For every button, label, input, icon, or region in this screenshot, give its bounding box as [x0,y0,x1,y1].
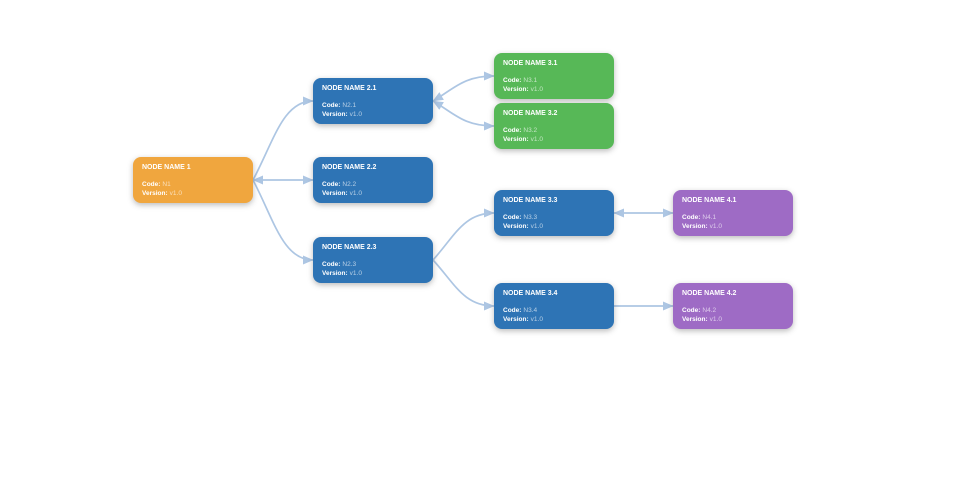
edge-n1-n23 [252,179,314,265]
node-title: NODE NAME 3.1 [503,60,558,67]
version-value: v1.0 [709,315,722,323]
node-version-field: Version:v1.0 [682,316,784,325]
node-title: NODE NAME 3.3 [503,197,558,204]
edge-n21-n31 [432,71,495,102]
node-code-field: Code:N3.2 [503,127,605,136]
node-version-field: Version:v1.0 [322,190,424,199]
version-value: v1.0 [349,269,362,277]
code-value: N4.1 [702,213,717,221]
version-label: Version: [142,189,168,197]
code-label: Code: [503,76,522,84]
node-code-field: Code:N2.2 [322,181,424,190]
code-label: Code: [322,101,341,109]
node-title: NODE NAME 2.1 [322,85,377,92]
node-title: NODE NAME 4.1 [682,197,737,204]
node-version-field: Version:v1.0 [682,223,784,232]
code-label: Code: [503,306,522,314]
node-title: NODE NAME 3.4 [503,290,558,297]
version-value: v1.0 [530,222,543,230]
version-value: v1.0 [349,110,362,118]
code-label: Code: [142,180,161,188]
version-label: Version: [503,222,529,230]
code-value: N3.2 [523,126,538,134]
edge-n1-n21 [252,96,314,181]
version-label: Version: [322,269,348,277]
code-label: Code: [322,260,341,268]
version-label: Version: [322,189,348,197]
code-label: Code: [503,126,522,134]
node-version-field: Version:v1.0 [503,223,605,232]
version-value: v1.0 [530,85,543,93]
code-label: Code: [503,213,522,221]
edge-n21-n32 [432,100,495,131]
edge-n23-n34 [432,259,495,311]
node-code-field: Code:N1 [142,181,244,190]
node-title: NODE NAME 2.2 [322,164,377,171]
node-version-field: Version:v1.0 [503,316,605,325]
node-title: NODE NAME 4.2 [682,290,737,297]
code-value: N3.4 [523,306,538,314]
node-code-field: Code:N4.2 [682,307,784,316]
code-value: N2.1 [342,101,357,109]
code-value: N4.2 [702,306,717,314]
node-version-field: Version:v1.0 [142,190,244,199]
node-version-field: Version:v1.0 [503,136,605,145]
edge-n23-n33 [432,208,495,261]
version-label: Version: [503,85,529,93]
node-code-field: Code:N2.3 [322,261,424,270]
version-value: v1.0 [169,189,182,197]
version-value: v1.0 [349,189,362,197]
code-value: N2.3 [342,260,357,268]
code-value: N1 [162,180,171,188]
version-label: Version: [322,110,348,118]
node-title: NODE NAME 2.3 [322,244,377,251]
node-code-field: Code:N2.1 [322,102,424,111]
code-label: Code: [682,213,701,221]
code-label: Code: [682,306,701,314]
node-title: NODE NAME 1 [142,164,191,171]
node-version-field: Version:v1.0 [322,270,424,279]
version-value: v1.0 [709,222,722,230]
code-label: Code: [322,180,341,188]
version-label: Version: [503,315,529,323]
version-label: Version: [682,315,708,323]
code-value: N2.2 [342,180,357,188]
node-title: NODE NAME 3.2 [503,110,558,117]
node-code-field: Code:N3.4 [503,307,605,316]
version-label: Version: [682,222,708,230]
version-label: Version: [503,135,529,143]
version-value: v1.0 [530,135,543,143]
node-version-field: Version:v1.0 [322,111,424,120]
code-value: N3.3 [523,213,538,221]
version-value: v1.0 [530,315,543,323]
node-code-field: Code:N3.3 [503,214,605,223]
node-code-field: Code:N4.1 [682,214,784,223]
node-version-field: Version:v1.0 [503,86,605,95]
code-value: N3.1 [523,76,538,84]
node-code-field: Code:N3.1 [503,77,605,86]
